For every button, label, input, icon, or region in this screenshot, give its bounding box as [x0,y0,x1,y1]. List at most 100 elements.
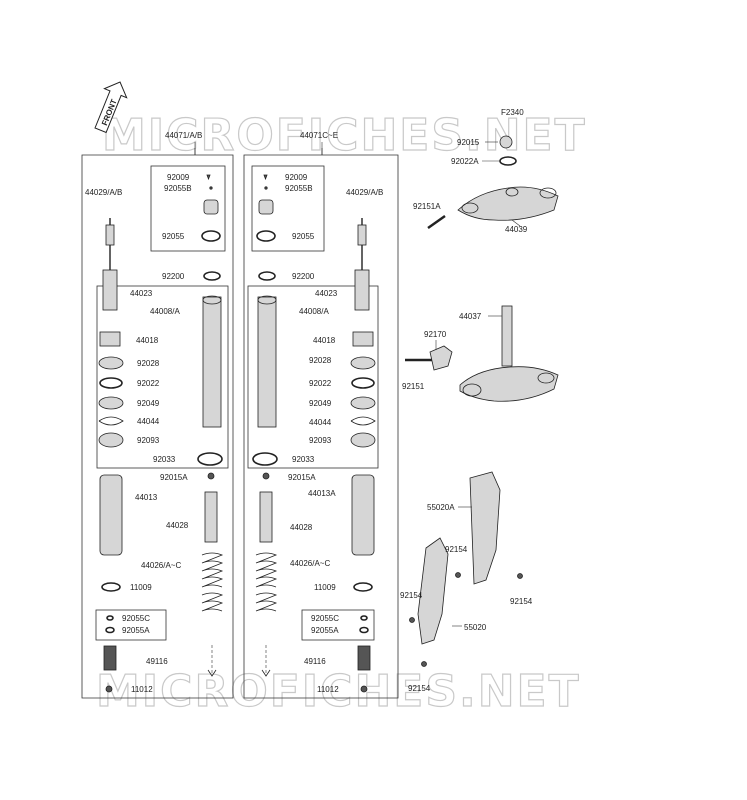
ring-92200-icon [203,271,221,281]
label-49116: 49116 [304,657,326,666]
oring-92055c-icon [360,615,368,621]
right-fork-group: 44071C~E 92009 92055B 92055 [243,131,399,699]
label-11012: 11012 [317,685,339,694]
oring-92055-icon [256,230,276,242]
label-92022: 92022 [137,379,160,388]
oring-92055a-icon [359,626,369,634]
snap-ring-44044-icon [350,416,376,426]
label-92033: 92033 [292,455,315,464]
label-44039: 44039 [505,225,528,234]
base-valve-icon [357,645,371,671]
fork-spring-icon [255,552,278,612]
label-92049: 92049 [309,399,332,408]
gasket-11012-icon [105,685,113,693]
label-44018: 44018 [136,336,159,345]
washer-92022-icon [351,377,375,389]
label-92200: 92200 [162,272,185,281]
bolt-92015a-icon [207,472,215,480]
label-44018: 44018 [313,336,336,345]
damper-cartridge-icon [102,269,118,311]
right-seal-kit-box [251,165,325,252]
right-sub-box [247,285,379,469]
label-44008: 44008/A [299,307,329,316]
label-11012: 11012 [131,685,153,694]
label-92033: 92033 [153,455,176,464]
diagram-code: F2340 [501,108,524,117]
label-92151: 92151 [402,382,425,391]
label-92055b: 92055B [285,184,313,193]
lower-clamp-group: 44037 92170 92151 [402,305,559,402]
bolt-92154-icon [409,617,415,623]
label-44013a: 44013A [308,489,336,498]
ring-92200-icon [258,271,276,281]
label-44037: 44037 [459,312,482,321]
left-fork-group: 44071/A/B 92009 92055B 92055 [81,131,234,699]
label-44013: 44013 [135,493,158,502]
label-11009: 11009 [314,583,336,592]
dust-seal-92093-icon [98,432,124,448]
label-44008: 44008/A [150,307,180,316]
label-92055a: 92055A [122,626,150,635]
label-44026: 44026/A~C [290,559,330,568]
label-44029: 44029/A/B [85,188,122,197]
bushing-92028-icon [98,356,124,370]
right-assembly-label: 44071C~E [300,131,338,140]
label-92015: 92015 [457,138,480,147]
label-92055a: 92055A [311,626,339,635]
oring-11009-icon [101,582,121,592]
spring-guide-icon [259,491,273,543]
fork-cap-icon [258,199,274,215]
label-92022a: 92022A [451,157,479,166]
left-sub-box [96,285,229,469]
bolt-92154-icon [421,661,427,667]
label-92055: 92055 [292,232,315,241]
damper-cartridge-icon [354,269,370,311]
label-92022: 92022 [309,379,332,388]
label-92015a: 92015A [160,473,188,482]
bushing-44018-icon [99,331,121,347]
gasket-11012-icon [360,685,368,693]
watermark-bottom: MICROFICHES.NET [96,666,581,717]
label-92154-c: 92154 [400,591,423,600]
bushing-92028-icon [350,356,376,370]
watermark-top: MICROFICHES.NET [102,110,587,161]
lower-triple-clamp-icon [459,366,559,402]
cable-holder-92170-icon [429,345,453,371]
label-44029: 44029/A/B [346,188,383,197]
base-valve-icon [103,645,117,671]
bolt-92151a-icon [427,214,446,230]
label-44028: 44028 [290,523,313,532]
label-92093: 92093 [137,436,160,445]
right-oring-box [301,609,375,641]
label-92055c: 92055C [122,614,150,623]
label-92055: 92055 [162,232,185,241]
oring-92055b-icon [209,186,213,190]
dust-seal-92093-icon [350,432,376,448]
label-92015a: 92015A [288,473,316,482]
label-92154-b: 92154 [510,597,533,606]
outer-tube-icon [202,296,222,428]
bolt-92009-icon [206,174,211,181]
label-92049: 92049 [137,399,160,408]
cartridge-rod-icon [105,224,115,246]
label-44044: 44044 [137,417,160,426]
oil-seal-92049-icon [98,396,124,410]
left-assembly-label: 44071/A/B [165,131,202,140]
label-92170: 92170 [424,330,447,339]
label-92009: 92009 [167,173,190,182]
label-44028: 44028 [166,521,189,530]
oring-92055b-icon [264,186,268,190]
oring-92055a-icon [105,626,115,634]
steering-stem-icon [501,305,513,367]
oring-92033-icon [252,452,278,466]
oil-seal-92049-icon [350,396,376,410]
upper-clamp-group: 92015 92022A 92151A 44039 [413,135,559,234]
bolt-92154-icon [517,573,523,579]
fork-spring-icon [201,552,224,612]
fork-guard-55020-icon [417,537,449,645]
label-92154-d: 92154 [408,684,431,693]
label-49116: 49116 [146,657,168,666]
label-44023: 44023 [130,289,153,298]
label-92028: 92028 [137,359,160,368]
